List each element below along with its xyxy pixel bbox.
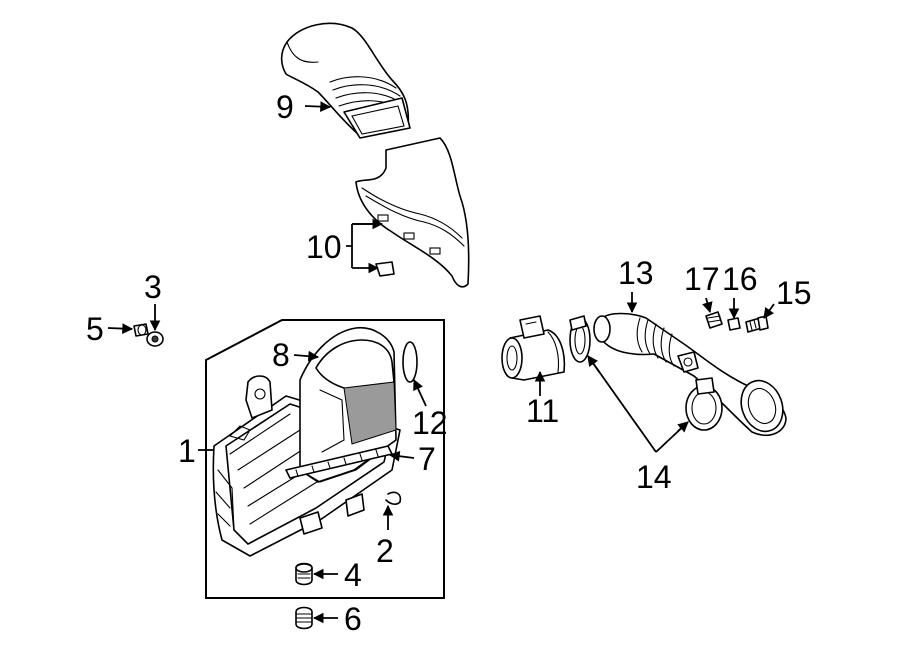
callout-17: 17 xyxy=(684,261,720,297)
clip-part-2 xyxy=(385,491,402,505)
housing-group-frame xyxy=(205,319,445,599)
nut-part-16 xyxy=(727,317,741,331)
callout-13: 13 xyxy=(618,255,654,291)
leader-14a-arrow xyxy=(587,355,601,374)
leader-10 xyxy=(346,223,380,268)
callout-16: 16 xyxy=(722,261,758,297)
leader-5 xyxy=(107,323,134,334)
intake-hose-part-13 xyxy=(593,312,787,436)
air-guide-part-10 xyxy=(355,137,470,288)
grommet-part-6 xyxy=(295,606,313,630)
leader-14 xyxy=(587,355,689,453)
callout-1: 1 xyxy=(178,433,196,469)
drain-valve-part-4 xyxy=(295,562,313,586)
callout-10: 10 xyxy=(306,229,342,265)
callout-6: 6 xyxy=(344,601,362,637)
hose-clamp-part-14-a xyxy=(569,315,591,363)
leader-9 xyxy=(304,101,332,113)
callout-14: 14 xyxy=(636,459,672,495)
callout-11: 11 xyxy=(526,393,559,429)
spring-nut-part-17 xyxy=(705,311,723,329)
callout-9: 9 xyxy=(276,89,294,125)
callout-8: 8 xyxy=(272,337,290,373)
leader-15 xyxy=(763,303,775,319)
hose-clamp-part-14-b xyxy=(685,377,723,431)
clip-part-5 xyxy=(133,323,149,337)
callout-3: 3 xyxy=(144,269,162,305)
leader-8 xyxy=(293,350,320,362)
callout-15: 15 xyxy=(776,275,812,311)
callout-4: 4 xyxy=(344,557,362,593)
o-ring-part-12 xyxy=(402,341,418,383)
callout-5: 5 xyxy=(86,311,104,347)
callout-2: 2 xyxy=(376,533,394,569)
callout-7: 7 xyxy=(418,441,436,477)
callout-12: 12 xyxy=(412,405,448,441)
grommet-part-3 xyxy=(146,331,164,347)
leader-14b-arrow xyxy=(677,421,689,433)
leader-17 xyxy=(702,297,713,314)
leader-12 xyxy=(413,379,427,407)
bolt-part-15 xyxy=(745,315,769,333)
mass-air-flow-sensor-part-11 xyxy=(501,315,566,381)
air-filter-element-part-8 xyxy=(299,327,397,483)
intake-duct-part-9 xyxy=(280,22,411,139)
leader-7 xyxy=(388,450,415,462)
